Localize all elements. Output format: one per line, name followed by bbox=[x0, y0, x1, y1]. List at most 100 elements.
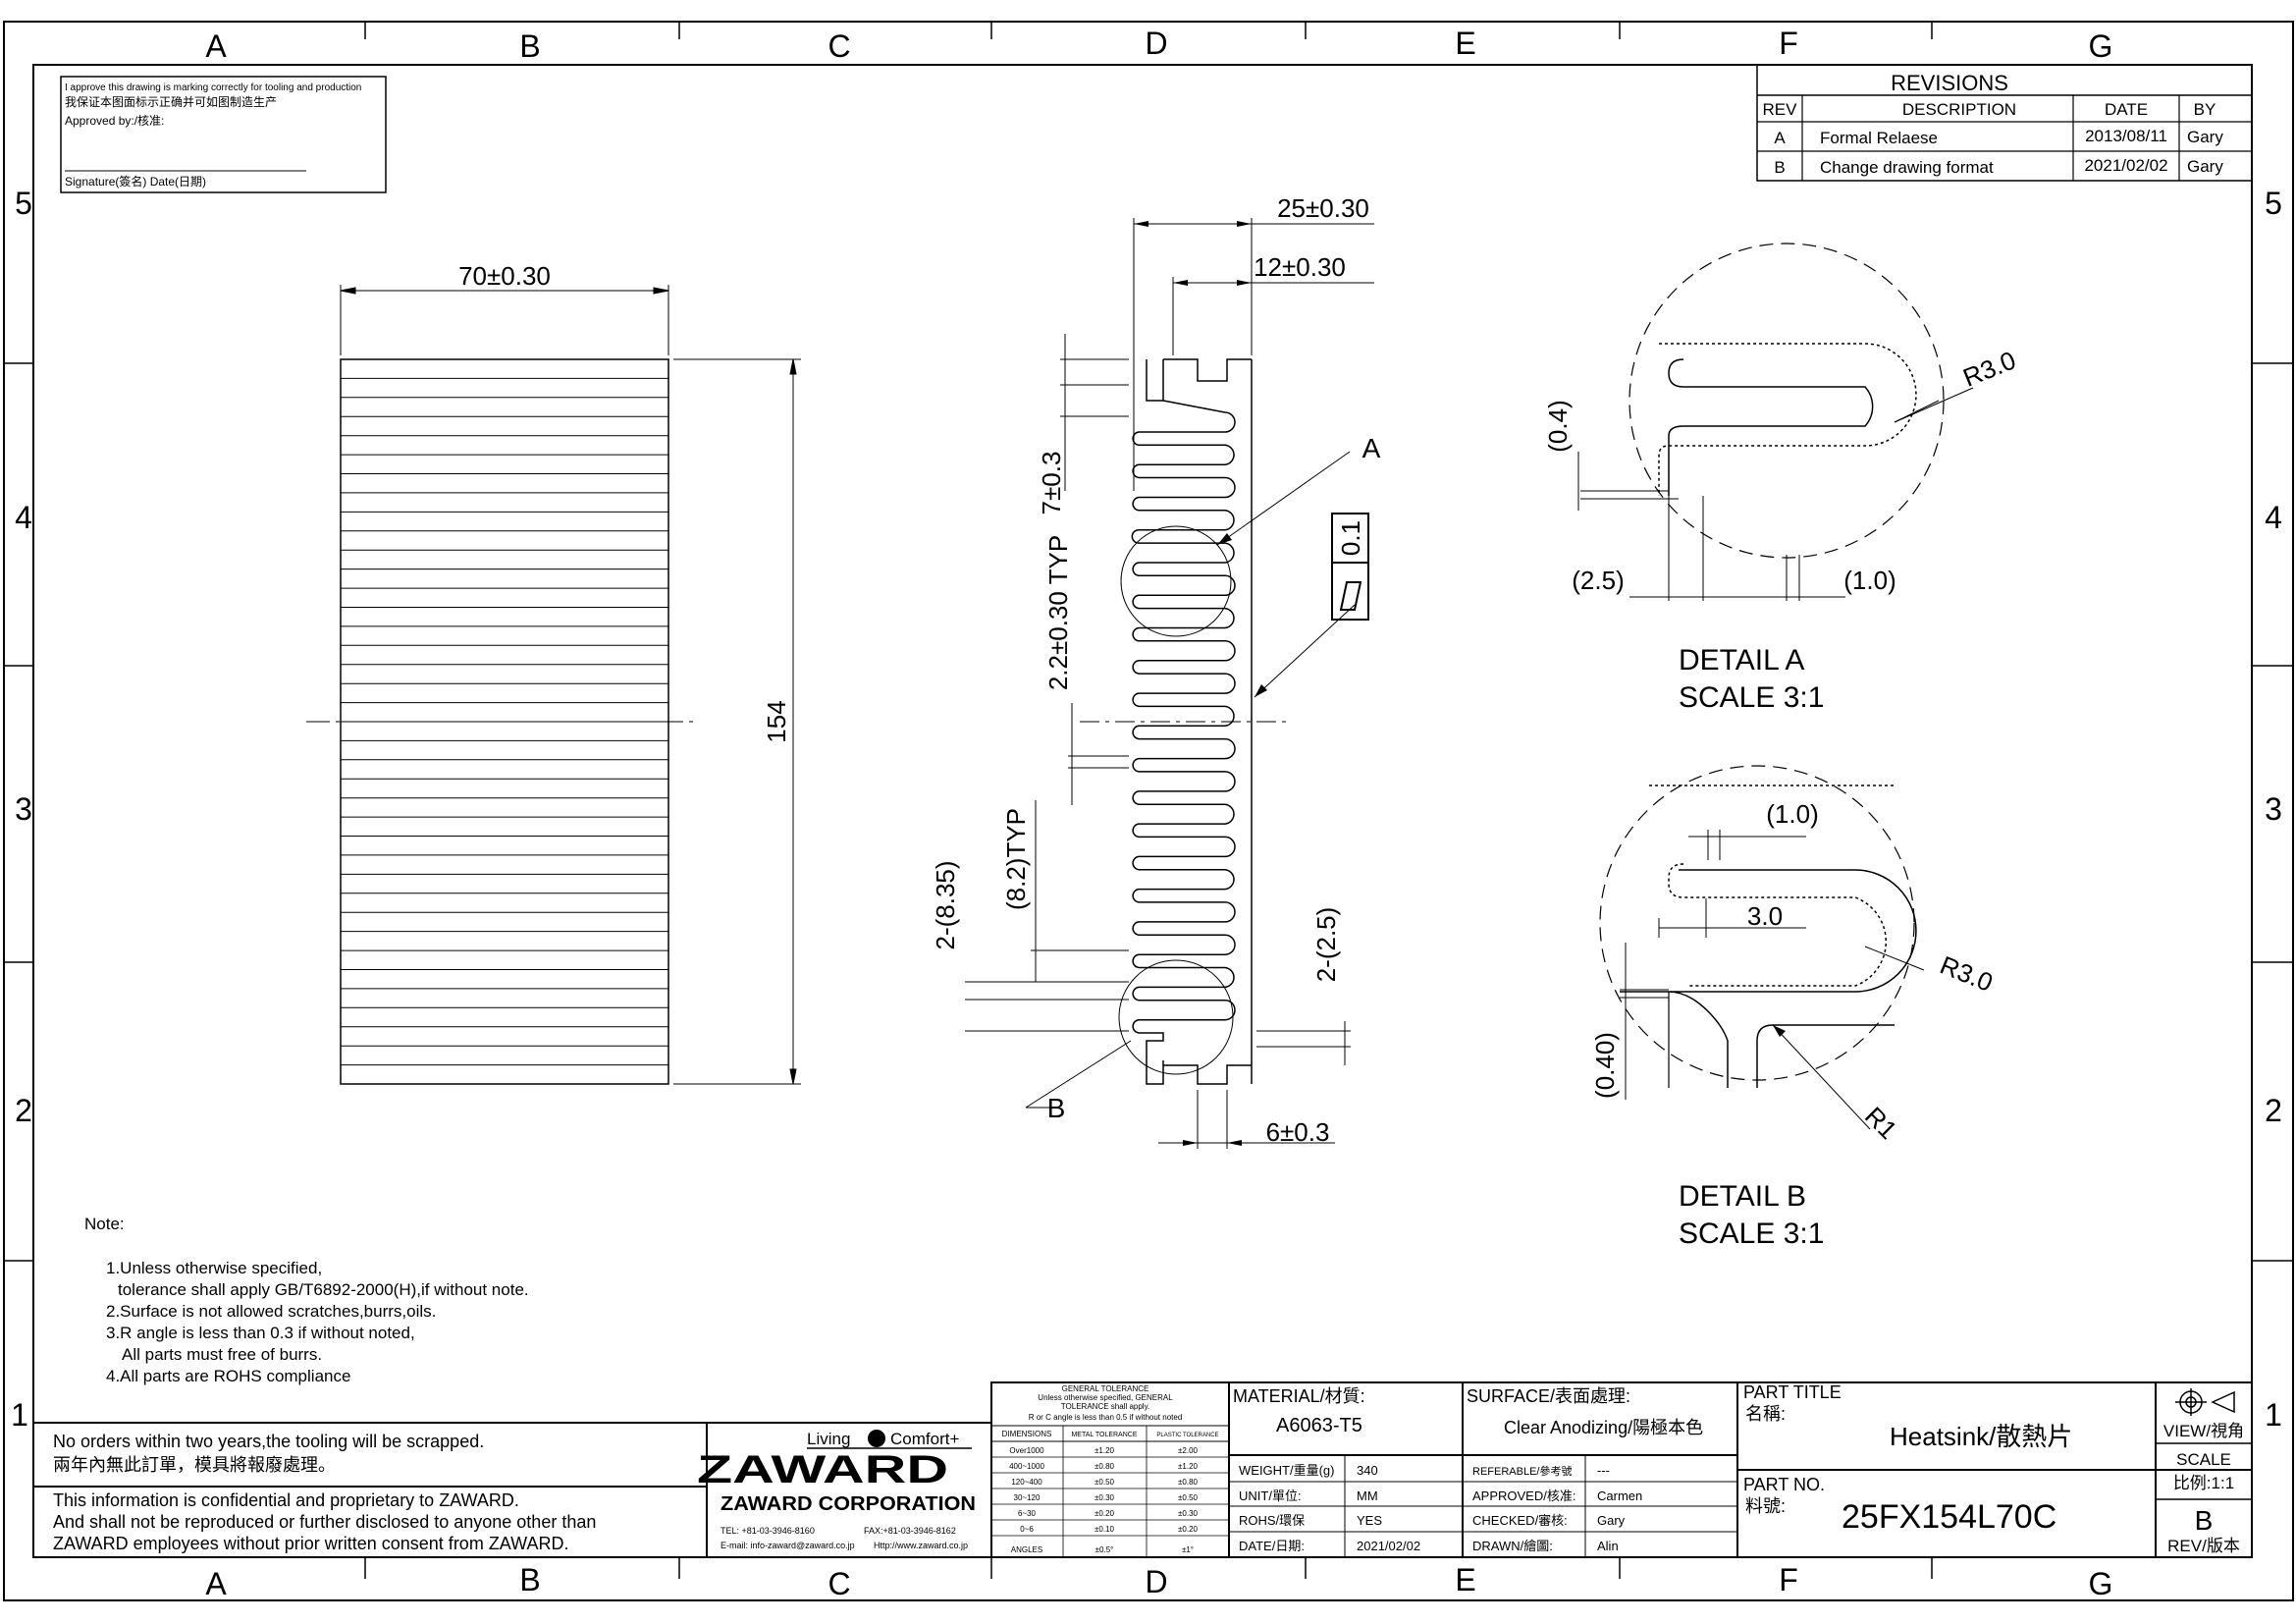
rev-label: REV/版本 bbox=[2167, 1537, 2240, 1555]
detail-a-d3: (1.0) bbox=[1843, 566, 1896, 595]
revision-a-by: Gary bbox=[2187, 128, 2223, 146]
dim-slot: 6±0.3 bbox=[1266, 1117, 1330, 1147]
detail-b-view bbox=[1599, 765, 1925, 1130]
scale-value: 比例:1:1 bbox=[2173, 1474, 2234, 1492]
outer-border bbox=[3, 21, 2294, 1601]
tol-header-plastic: PLASTIC TOLERANCE bbox=[1156, 1433, 1218, 1438]
corp-email: E-mail: info-zaward@zaward.co.jp bbox=[721, 1541, 855, 1550]
tol-cell: ±1.20 bbox=[1178, 1462, 1199, 1471]
detail-a-d1: (0.4) bbox=[1543, 400, 1573, 452]
zone-col-bottom-e: E bbox=[1455, 1562, 1475, 1597]
corp-name: ZAWARD CORPORATION bbox=[721, 1493, 976, 1515]
corp-tel: TEL: +81-03-3946-8160 bbox=[721, 1526, 815, 1536]
confidential-line2: And shall not be reproduced or further d… bbox=[53, 1512, 596, 1532]
zone-col-bottom-d: D bbox=[1145, 1564, 1167, 1599]
tol-cell: ±0.20 bbox=[1178, 1525, 1199, 1534]
detail-b-title: DETAIL B bbox=[1679, 1180, 1806, 1213]
approval-signature: Signature(簽名) Date(日期) bbox=[65, 174, 206, 189]
tol-cell: ±0.20 bbox=[1095, 1509, 1115, 1518]
tol-cell: ±1.20 bbox=[1095, 1446, 1115, 1455]
zone-col-top-b: B bbox=[519, 28, 540, 64]
tol-cell: 120~400 bbox=[1011, 1478, 1042, 1487]
unit-value: MM bbox=[1357, 1489, 1378, 1503]
zone-col-bottom-b: B bbox=[519, 1562, 540, 1597]
zone-col-top-d: D bbox=[1145, 26, 1167, 61]
dim-pitch-big: (8.2)TYP bbox=[1001, 808, 1031, 910]
detail-b-d1: (1.0) bbox=[1766, 799, 1818, 829]
approval-line2: 我保证本图面标示正确并可如图制造生产 bbox=[65, 94, 277, 109]
date-label: DATE/日期: bbox=[1239, 1539, 1305, 1553]
tol-title3: TOLERANCE shall apply. bbox=[1061, 1402, 1149, 1411]
title-block bbox=[33, 1381, 2253, 1558]
tol-cell: ±0.30 bbox=[1095, 1493, 1115, 1502]
detail-a-view bbox=[1577, 243, 1974, 601]
label-detail-b: B bbox=[1047, 1093, 1066, 1123]
tol-header-dim: DIMENSIONS bbox=[1002, 1430, 1052, 1438]
zone-row-right-4: 4 bbox=[2265, 500, 2282, 535]
date-value: 2021/02/02 bbox=[1357, 1539, 1420, 1553]
note-line-5: All parts must free of burrs. bbox=[122, 1345, 322, 1364]
logo-wordmark: ZAWARD bbox=[697, 1448, 948, 1491]
note-line-6: 4.All parts are ROHS compliance bbox=[106, 1367, 350, 1385]
zone-row-right-3: 3 bbox=[2265, 791, 2282, 827]
drawn-label: DRAWN/繪圖: bbox=[1472, 1539, 1553, 1553]
tol-cell: 30~120 bbox=[1014, 1493, 1041, 1502]
ref-label: REFERABLE/參考號 bbox=[1472, 1464, 1572, 1478]
checked-value: Gary bbox=[1597, 1513, 1626, 1528]
note-line-4: 3.R angle is less than 0.3 if without no… bbox=[106, 1324, 415, 1342]
revisions-header-desc: DESCRIPTION bbox=[1902, 100, 2016, 119]
tol-cell: ±0.30 bbox=[1178, 1509, 1199, 1518]
tol-title1: GENERAL TOLERANCE bbox=[1062, 1384, 1149, 1393]
zone-row-right-2: 2 bbox=[2265, 1093, 2282, 1128]
revision-b-by: Gary bbox=[2187, 157, 2223, 176]
dim-front-height: 154 bbox=[762, 700, 791, 742]
tagline-badge-icon bbox=[868, 1430, 885, 1447]
zone-ticks bbox=[4, 22, 2293, 1579]
part-no: 25FX154L70C bbox=[1842, 1498, 2056, 1536]
part-no-sub: 料號: bbox=[1745, 1496, 1786, 1516]
drawn-value: Alin bbox=[1597, 1539, 1619, 1553]
rohs-label: ROHS/環保 bbox=[1239, 1513, 1305, 1528]
dim-base-width: 12±0.30 bbox=[1254, 252, 1346, 282]
approved-label: APPROVED/核准: bbox=[1472, 1489, 1575, 1503]
part-name-label: 名稱: bbox=[1745, 1404, 1786, 1424]
detail-a-d2: (2.5) bbox=[1572, 566, 1624, 595]
rev-value: B bbox=[2195, 1505, 2214, 1536]
corp-fax: FAX:+81-03-3946-8162 bbox=[864, 1526, 956, 1536]
revisions-header-date: DATE bbox=[2105, 100, 2148, 119]
revisions-header-by: BY bbox=[2194, 100, 2216, 119]
detail-b-r1: R1 bbox=[1859, 1101, 1903, 1145]
rohs-value: YES bbox=[1357, 1513, 1382, 1528]
surface-value: Clear Anodizing/陽極本色 bbox=[1504, 1418, 1703, 1437]
unit-label: UNIT/單位: bbox=[1239, 1489, 1302, 1503]
view-label: VIEW/視角 bbox=[2163, 1422, 2244, 1440]
tol-title4: R or C angle is less than 0.5 if without… bbox=[1029, 1413, 1183, 1422]
tol-cell: ±0.50 bbox=[1178, 1493, 1199, 1502]
checked-label: CHECKED/審核: bbox=[1472, 1513, 1568, 1528]
approved-value: Carmen bbox=[1597, 1489, 1642, 1503]
zone-col-top-g: G bbox=[2089, 28, 2113, 64]
confidential-line1: This information is confidential and pro… bbox=[53, 1490, 519, 1510]
revision-a-date: 2013/08/11 bbox=[2085, 127, 2167, 145]
note-line-3: 2.Surface is not allowed scratches,burrs… bbox=[106, 1302, 436, 1321]
tol-header-metal: METAL TOLERANCE bbox=[1071, 1432, 1137, 1438]
zone-row-left-2: 2 bbox=[15, 1093, 32, 1128]
dim-edge-25: 2-(2.5) bbox=[1311, 907, 1341, 983]
zone-col-top-a: A bbox=[205, 28, 227, 64]
detail-b-d3: (0.40) bbox=[1590, 1032, 1620, 1099]
dim-total-thickness: 25±0.30 bbox=[1277, 193, 1369, 223]
tol-cell: ±0.80 bbox=[1095, 1462, 1115, 1471]
ref-value: --- bbox=[1597, 1463, 1610, 1478]
detail-b-radius: R3.0 bbox=[1936, 949, 1997, 997]
zone-row-right-1: 1 bbox=[2265, 1397, 2282, 1433]
tol-cell: 6~30 bbox=[1018, 1509, 1037, 1518]
tol-cell: ±0.50 bbox=[1095, 1478, 1115, 1487]
tol-title2: Unless otherwise specified, GENERAL bbox=[1038, 1393, 1173, 1402]
revision-a-rev: A bbox=[1774, 129, 1786, 147]
dim-fin-pitch: 2.2±0.30 TYP bbox=[1043, 535, 1073, 690]
zaward-logo: Living Comfort+ ZAWARD ZAWARD CORPORATIO… bbox=[697, 1430, 976, 1550]
weight-value: 340 bbox=[1357, 1463, 1378, 1478]
projection-icon bbox=[2175, 1388, 2235, 1416]
approval-line1: I approve this drawing is marking correc… bbox=[65, 82, 361, 93]
